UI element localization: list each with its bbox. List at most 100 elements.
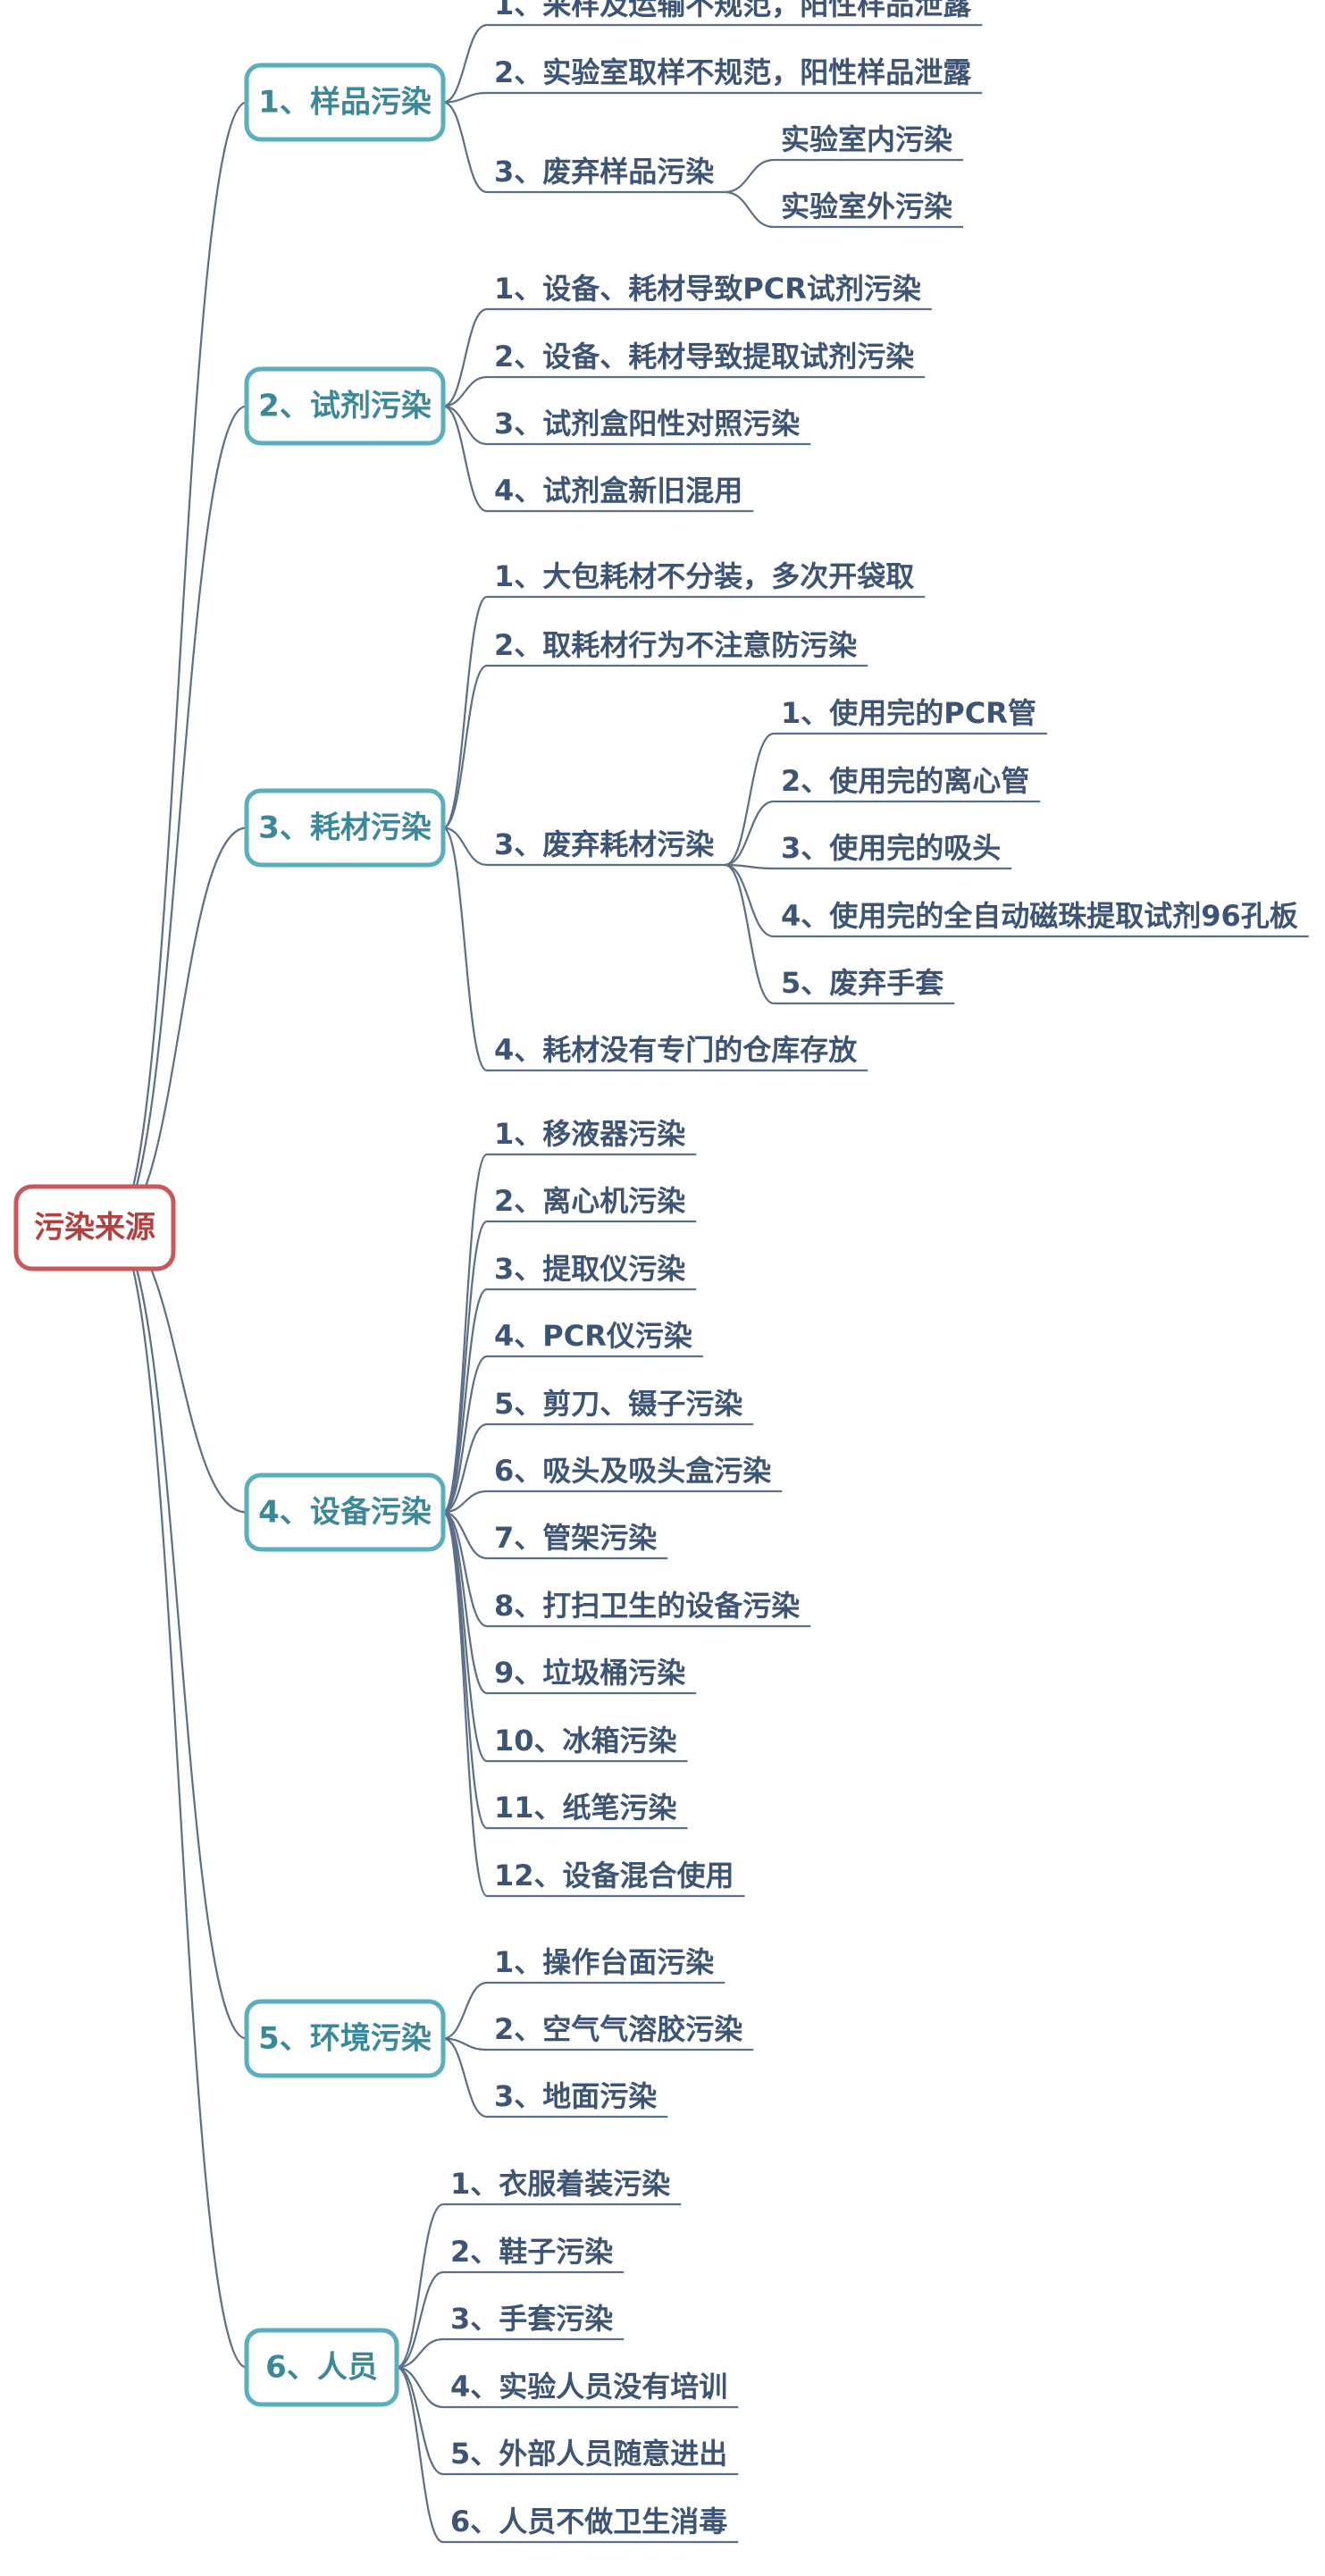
branch-3-3[interactable]: 3、废弃耗材污染: [487, 827, 725, 867]
category-node-1[interactable]: 1、样品污染: [244, 63, 446, 142]
branch-1-3-item-1-connector: [725, 158, 775, 194]
category-node-4-box: [244, 1473, 446, 1552]
branch-6-4[interactable]: 4、实验人员没有培训: [443, 2370, 739, 2409]
branch-4-3-label: 3、提取仪污染: [494, 1252, 685, 1286]
branch-5-2-label: 2、空气气溶胶污染: [494, 2012, 742, 2046]
branch-3-3-label: 3、废弃耗材污染: [494, 827, 714, 861]
branch-5-1-label: 1、操作台面污染: [494, 1945, 714, 1979]
branch-5-2[interactable]: 2、空气气溶胶污染: [487, 2012, 754, 2052]
branch-3-3-item-5-connector: [724, 863, 775, 1005]
branch-1-1-label: 1、采样及运输不规范，阳性样品泄露: [494, 0, 972, 21]
branch-6-3-label: 3、手套污染: [450, 2302, 613, 2336]
branch-4-11-label: 11、纸笔污染: [494, 1791, 677, 1825]
branch-3-2-label: 2、取耗材行为不注意防污染: [494, 628, 857, 662]
branch-4-3[interactable]: 3、提取仪污染: [487, 1252, 697, 1291]
branch-6-3-connector: [396, 2337, 444, 2369]
branch-3-4-label: 4、耗材没有专门的仓库存放: [494, 1033, 858, 1067]
branch-6-4-connector: [396, 2366, 444, 2409]
branch-3-3-item-1[interactable]: 1、使用完的PCR管: [774, 696, 1047, 735]
branch-6-6-label: 6、人员不做卫生消毒: [450, 2505, 727, 2538]
branch-4-7-label: 7、管架污染: [494, 1521, 657, 1555]
branch-4-4-connector: [442, 1355, 488, 1514]
branch-4-4[interactable]: 4、PCR仪污染: [487, 1319, 703, 1358]
branch-4-6-connector: [442, 1489, 488, 1514]
category-node-2[interactable]: 2、试剂污染: [244, 366, 446, 446]
branch-4-9-label: 9、垃圾桶污染: [494, 1656, 685, 1690]
branch-3-4-connector: [442, 827, 488, 1072]
branch-6-2-connector: [396, 2270, 444, 2369]
root-connector-5: [112, 1226, 247, 2040]
branch-4-7[interactable]: 7、管架污染: [487, 1521, 668, 1560]
branch-3-3-item-3-label: 3、使用完的吸头: [781, 831, 1001, 865]
branch-6-1-connector: [396, 2203, 444, 2369]
branch-2-2[interactable]: 2、设备、耗材导致提取试剂污染: [487, 340, 926, 379]
category-node-4[interactable]: 4、设备污染: [244, 1473, 446, 1552]
branch-4-8-connector: [442, 1511, 488, 1628]
branch-4-5[interactable]: 5、剪刀、镊子污染: [487, 1387, 754, 1426]
category-node-3-box: [244, 788, 446, 868]
branch-6-2[interactable]: 2、鞋子污染: [443, 2235, 625, 2274]
branch-4-2[interactable]: 2、离心机污染: [487, 1184, 697, 1223]
branch-5-1[interactable]: 1、操作台面污染: [487, 1945, 725, 1984]
branch-4-8[interactable]: 8、打扫卫生的设备污染: [487, 1589, 811, 1628]
category-node-3-label: 3、耗材污染: [258, 810, 432, 846]
branch-6-5[interactable]: 5、外部人员随意进出: [443, 2437, 739, 2476]
branch-5-3-connector: [442, 2037, 488, 2119]
branch-3-3-item-3[interactable]: 3、使用完的吸头: [774, 831, 1012, 870]
branch-4-9-connector: [442, 1511, 488, 1695]
root-connector-6: [112, 1226, 247, 2369]
branch-3-3-item-2[interactable]: 2、使用完的离心管: [774, 764, 1041, 803]
branch-2-4[interactable]: 4、试剂盒新旧混用: [487, 474, 754, 513]
branch-1-2-connector: [442, 91, 488, 104]
branch-6-3[interactable]: 3、手套污染: [443, 2302, 625, 2341]
branch-3-4[interactable]: 4、耗材没有专门的仓库存放: [487, 1033, 868, 1072]
branch-4-12[interactable]: 12、设备混合使用: [487, 1859, 745, 1898]
branch-3-3-item-4-connector: [725, 863, 775, 938]
branch-3-3-item-3-connector: [725, 863, 775, 870]
category-node-1-label: 1、样品污染: [258, 85, 432, 121]
branch-1-1[interactable]: 1、采样及运输不规范，阳性样品泄露: [487, 0, 983, 27]
branch-6-2-label: 2、鞋子污染: [450, 2235, 613, 2269]
branch-3-3-item-2-label: 2、使用完的离心管: [781, 764, 1029, 798]
branch-4-11[interactable]: 11、纸笔污染: [487, 1791, 688, 1830]
branch-3-3-item-4-label: 4、使用完的全自动磁珠提取试剂96孔板: [781, 899, 1298, 933]
root-node[interactable]: 污染来源: [13, 1184, 176, 1271]
branch-4-7-connector: [442, 1511, 488, 1560]
branch-1-2-label: 2、实验室取样不规范，阳性样品泄露: [494, 55, 972, 89]
category-node-3[interactable]: 3、耗材污染: [244, 788, 446, 868]
branch-4-10[interactable]: 10、冰箱污染: [487, 1724, 688, 1763]
branch-3-2[interactable]: 2、取耗材行为不注意防污染: [487, 628, 868, 667]
branch-6-5-connector: [396, 2366, 444, 2476]
branch-2-2-label: 2、设备、耗材导致提取试剂污染: [494, 340, 914, 373]
branch-3-3-item-4[interactable]: 4、使用完的全自动磁珠提取试剂96孔板: [774, 899, 1309, 938]
branch-3-3-item-5[interactable]: 5、废弃手套: [774, 966, 955, 1005]
branch-3-3-item-5-label: 5、废弃手套: [781, 966, 943, 1000]
category-node-5-label: 5、环境污染: [258, 2021, 432, 2057]
branch-3-1-label: 1、大包耗材不分装，多次开袋取: [494, 559, 914, 593]
category-node-1-box: [244, 63, 446, 142]
category-node-5[interactable]: 5、环境污染: [244, 1999, 446, 2078]
root-connector-2: [112, 405, 247, 1229]
branch-1-3-label: 3、废弃样品污染: [494, 155, 714, 189]
branch-1-2[interactable]: 2、实验室取样不规范，阳性样品泄露: [487, 55, 983, 95]
branch-3-1[interactable]: 1、大包耗材不分装，多次开袋取: [487, 559, 926, 599]
branch-4-9[interactable]: 9、垃圾桶污染: [487, 1656, 697, 1695]
branch-2-1[interactable]: 1、设备、耗材导致PCR试剂污染: [487, 272, 932, 311]
branch-2-3[interactable]: 3、试剂盒阳性对照污染: [487, 407, 811, 446]
branch-1-3-item-2[interactable]: 实验室外污染: [774, 189, 964, 229]
root-connector-3: [112, 827, 247, 1229]
branch-5-3[interactable]: 3、地面污染: [487, 2079, 668, 2119]
category-node-6-box: [244, 2328, 399, 2407]
branch-1-3[interactable]: 3、废弃样品污染: [487, 155, 725, 194]
branch-5-2-connector: [442, 2037, 488, 2052]
branch-3-3-connector: [442, 827, 488, 867]
branch-1-3-item-1[interactable]: 实验室内污染: [774, 122, 964, 162]
branch-3-2-connector: [442, 664, 488, 829]
branch-4-6[interactable]: 6、吸头及吸头盒污染: [487, 1454, 783, 1493]
branch-4-1[interactable]: 1、移液器污染: [487, 1117, 697, 1156]
branch-1-3-item-1-label: 实验室内污染: [781, 122, 952, 156]
branch-4-10-connector: [442, 1511, 488, 1763]
category-node-6[interactable]: 6、人员: [244, 2328, 399, 2407]
branch-6-6[interactable]: 6、人员不做卫生消毒: [443, 2505, 739, 2544]
branch-6-1[interactable]: 1、衣服着装污染: [443, 2167, 682, 2206]
